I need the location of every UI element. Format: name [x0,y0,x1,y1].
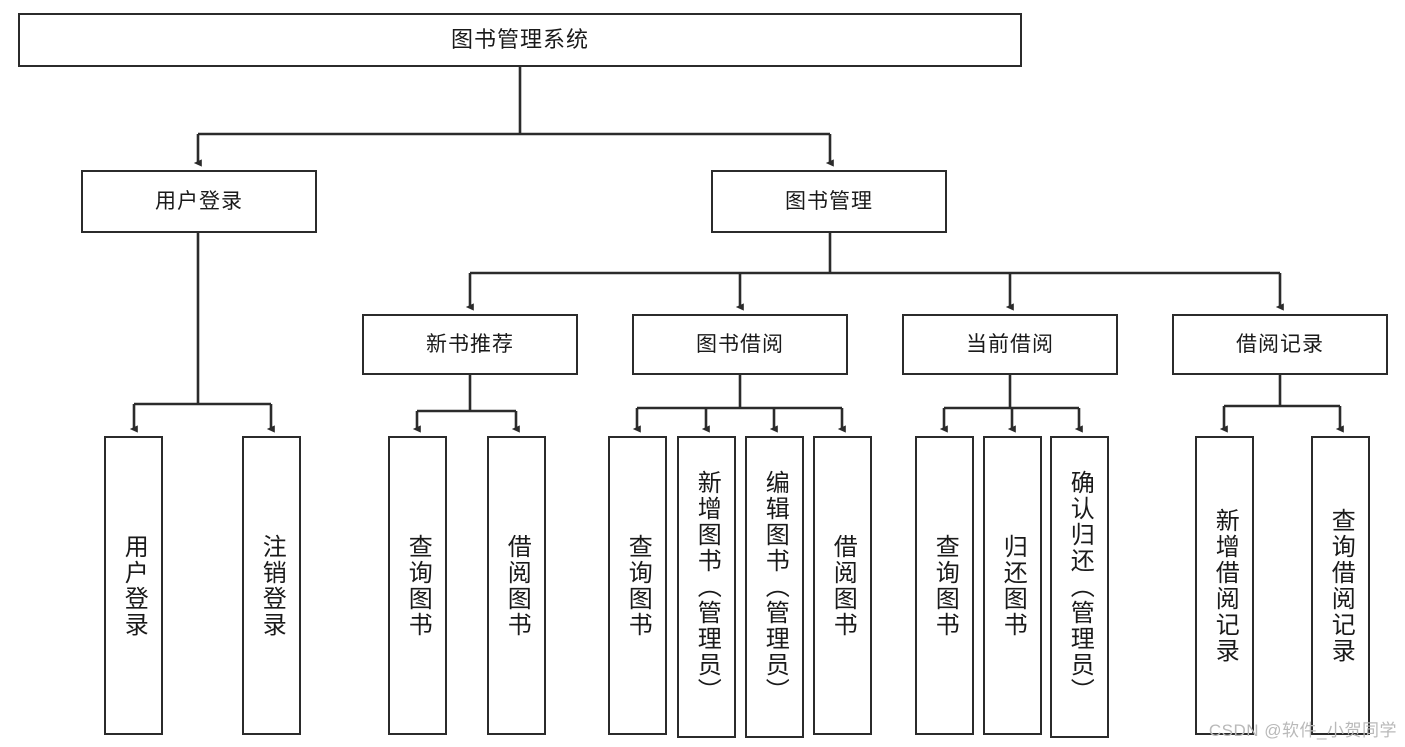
leaf-borrow-record-1-label: 新增借阅记录 [1211,507,1239,664]
leaf-borrow-record-1[interactable]: 新增借阅记录 [1195,436,1254,735]
node-borrow-record[interactable]: 借阅记录 [1172,314,1388,375]
node-book-management[interactable]: 图书管理 [711,170,947,233]
node-root-label: 图书管理系统 [450,26,589,52]
leaf-user-login-1[interactable]: 用户登录 [104,436,163,735]
node-book-borrow-label: 图书借阅 [696,332,784,356]
leaf-book-borrow-3-label: 编辑图书（管理员） [761,470,789,704]
leaf-book-borrow-3[interactable]: 编辑图书（管理员） [745,436,804,738]
leaf-book-borrow-4-label: 借阅图书 [829,533,857,638]
leaf-book-borrow-2-label: 新增图书（管理员） [693,470,721,704]
leaf-current-borrow-2-label: 归还图书 [999,533,1027,638]
node-current-borrow[interactable]: 当前借阅 [902,314,1118,375]
node-book-borrow[interactable]: 图书借阅 [632,314,848,375]
leaf-new-book-2[interactable]: 借阅图书 [487,436,546,735]
node-book-management-label: 图书管理 [785,189,873,213]
leaf-book-borrow-1-label: 查询图书 [624,533,652,638]
leaf-new-book-1[interactable]: 查询图书 [388,436,447,735]
leaf-borrow-record-2-label: 查询借阅记录 [1327,507,1355,664]
leaf-current-borrow-1-label: 查询图书 [931,533,959,638]
leaf-user-login-2[interactable]: 注销登录 [242,436,301,735]
node-borrow-record-label: 借阅记录 [1236,332,1324,356]
leaf-new-book-2-label: 借阅图书 [503,533,531,638]
leaf-current-borrow-1[interactable]: 查询图书 [915,436,974,735]
node-new-book-recommend-label: 新书推荐 [426,332,514,356]
csdn-watermark: CSDN @软件_小贺同学 [1208,721,1397,740]
node-user-login[interactable]: 用户登录 [81,170,317,233]
leaf-user-login-2-label: 注销登录 [258,533,286,638]
node-user-login-label: 用户登录 [155,189,243,213]
leaf-book-borrow-4[interactable]: 借阅图书 [813,436,872,735]
node-root[interactable]: 图书管理系统 [18,13,1022,67]
leaf-current-borrow-2[interactable]: 归还图书 [983,436,1042,735]
leaf-current-borrow-3[interactable]: 确认归还（管理员） [1050,436,1109,738]
leaf-user-login-1-label: 用户登录 [120,533,148,638]
node-new-book-recommend[interactable]: 新书推荐 [362,314,578,375]
leaf-current-borrow-3-label: 确认归还（管理员） [1066,470,1094,704]
leaf-new-book-1-label: 查询图书 [404,533,432,638]
leaf-book-borrow-1[interactable]: 查询图书 [608,436,667,735]
leaf-borrow-record-2[interactable]: 查询借阅记录 [1311,436,1370,735]
leaf-book-borrow-2[interactable]: 新增图书（管理员） [677,436,736,738]
node-current-borrow-label: 当前借阅 [966,332,1054,356]
